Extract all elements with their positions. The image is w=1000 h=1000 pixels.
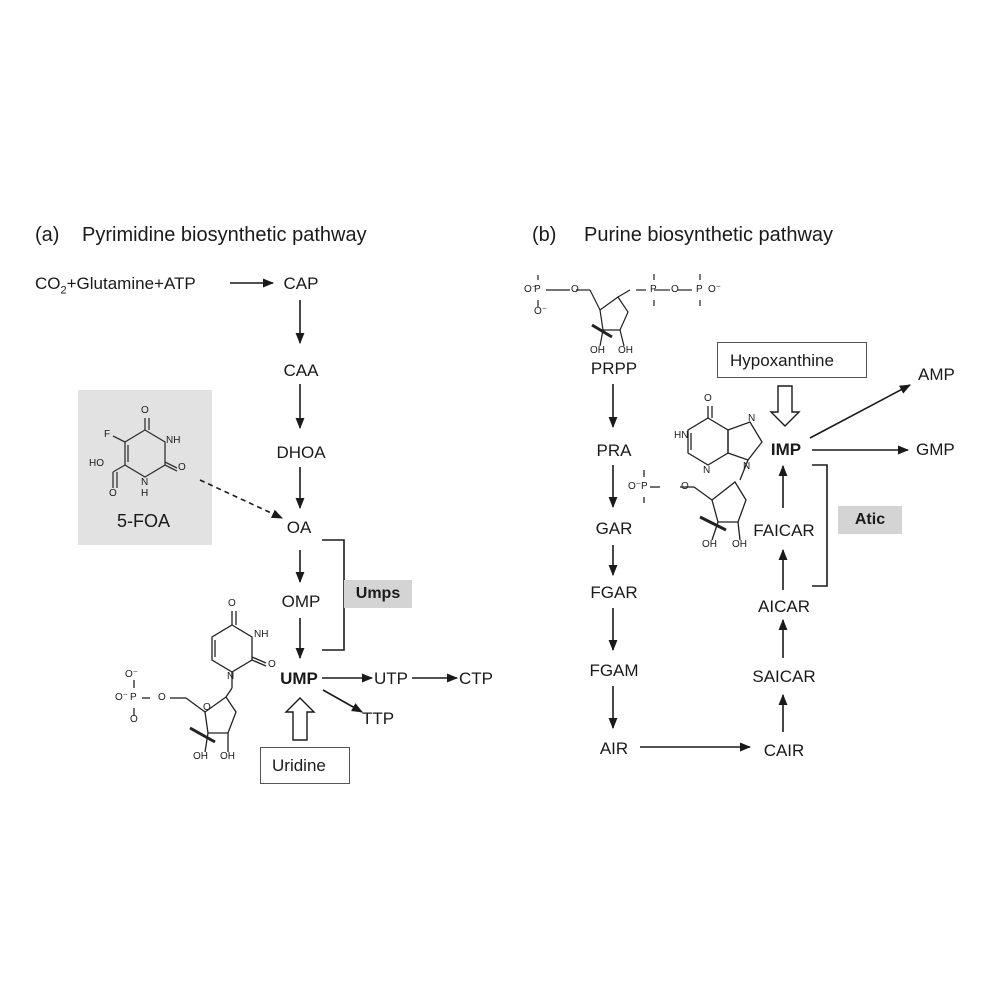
node-gmp: GMP	[916, 440, 955, 459]
node-air: AIR	[599, 739, 629, 758]
node-omp: OMP	[281, 592, 321, 611]
imp-o-top: O	[704, 393, 712, 404]
umps-bracket	[322, 539, 345, 651]
node-fgam: FGAM	[589, 661, 639, 680]
enzyme-atic: Atic	[838, 506, 902, 534]
imp-oh-2: OH	[732, 539, 747, 550]
atic-bracket	[812, 464, 828, 587]
imp-p: P	[641, 481, 648, 492]
node-dhoa: DHOA	[276, 443, 326, 462]
ump-oh-1: OH	[193, 751, 208, 762]
node-saicar: SAICAR	[752, 667, 816, 686]
foa-n-bottom: N	[141, 477, 149, 488]
prpp-structure	[537, 274, 701, 347]
prpp-o-minus-3: O⁻	[708, 284, 722, 295]
foa-o-right: O	[178, 462, 186, 473]
prpp-o-bridge: O	[671, 284, 679, 295]
foa-nh-top: NH	[166, 435, 181, 446]
inhibitor-5-foa: 5-FOA	[117, 511, 171, 531]
foa-h-bottom: H	[141, 488, 149, 499]
imp-o-ester: O	[681, 481, 689, 492]
imp-oh-1: OH	[702, 539, 717, 550]
supplement-hypoxanthine: Hypoxanthine	[730, 351, 834, 370]
supplement-uridine: Uridine	[272, 756, 326, 775]
imp-n-2: N	[703, 465, 711, 476]
node-ump: UMP	[280, 669, 318, 688]
node-faicar: FAICAR	[753, 521, 815, 540]
imp-hn: HN	[674, 430, 689, 441]
imp-o-minus: O⁻	[628, 481, 642, 492]
prpp-oh-1: OH	[590, 345, 605, 356]
prpp-o-ester: O	[571, 284, 579, 295]
ump-o-ester: O	[158, 692, 166, 703]
node-pra: PRA	[596, 441, 632, 460]
ump-nh: NH	[254, 629, 269, 640]
ump-o-right: O	[268, 659, 276, 670]
ump-structure	[133, 611, 267, 753]
arrow-imp-amp	[809, 384, 911, 439]
node-utp: UTP	[374, 669, 408, 688]
node-ttp: TTP	[362, 709, 395, 728]
panel-a-label: (a)	[35, 224, 60, 246]
panel-b-title: Purine biosynthetic pathway	[584, 224, 834, 246]
prpp-p-1: P	[534, 284, 541, 295]
enzyme-umps: Umps	[344, 580, 412, 608]
imp-structure	[643, 406, 763, 541]
hypoxanthine-hollow-arrow	[769, 385, 801, 427]
foa-f: F	[104, 429, 111, 440]
ump-oh-2: OH	[220, 751, 235, 762]
ump-ring-o: O	[203, 702, 211, 713]
foa-structure	[112, 418, 178, 488]
node-amp: AMP	[918, 365, 955, 384]
prpp-p-2: P	[650, 284, 657, 295]
node-ctp: CTP	[459, 669, 493, 688]
foa-o-bottom: O	[109, 488, 117, 499]
prpp-o-minus-1: O⁻	[524, 284, 538, 295]
node-gar: GAR	[595, 519, 633, 538]
node-prpp: PRPP	[590, 359, 638, 378]
foa-ho: HO	[89, 458, 104, 469]
prpp-o-minus-2: O⁻	[534, 306, 548, 317]
node-fgar: FGAR	[590, 583, 638, 602]
arrow-ump-ttp	[322, 689, 363, 713]
ump-o-top: O	[228, 598, 236, 609]
prpp-oh-2: OH	[618, 345, 633, 356]
ump-o-minus-left: O⁻	[115, 692, 129, 703]
hypoxanthine-box: Hypoxanthine	[717, 342, 867, 378]
imp-n-3: N	[743, 461, 751, 472]
panel-b-label: (b)	[532, 224, 557, 246]
uridine-hollow-arrow	[284, 697, 316, 741]
node-cap: CAP	[283, 274, 319, 293]
ump-o-minus-top: O⁻	[125, 669, 139, 680]
ump-n: N	[227, 671, 235, 682]
arrow-foa-oa	[199, 479, 284, 519]
node-co2-glutamine-atp: CO2+Glutamine+ATP	[35, 274, 196, 297]
prpp-p-3: P	[696, 284, 703, 295]
panel-a-title: Pyrimidine biosynthetic pathway	[82, 224, 367, 246]
node-aicar: AICAR	[758, 597, 810, 616]
node-cair: CAIR	[763, 741, 805, 760]
imp-n-1: N	[748, 413, 756, 424]
uridine-box: Uridine	[260, 747, 350, 784]
node-oa: OA	[286, 518, 312, 537]
foa-box	[78, 390, 212, 545]
node-caa: CAA	[283, 361, 319, 380]
node-imp: IMP	[770, 440, 802, 459]
ump-p: P	[130, 692, 137, 703]
ump-o-bottom: O	[130, 714, 138, 725]
foa-o-top: O	[141, 405, 149, 416]
